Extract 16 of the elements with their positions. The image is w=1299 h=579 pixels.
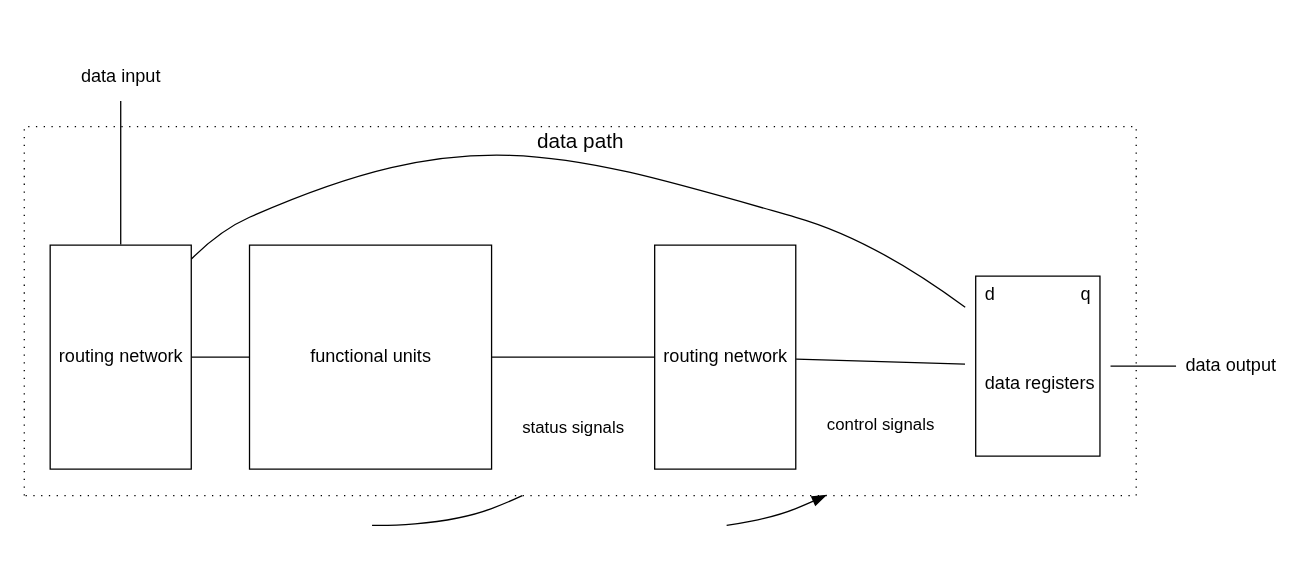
node-box: functional units (248, 243, 493, 470)
node-text: data input (80, 65, 161, 86)
node-box: d q data registers (975, 275, 1101, 457)
arrow (726, 494, 828, 526)
connector (120, 99, 122, 245)
connector (795, 357, 966, 365)
connector (1109, 365, 1177, 367)
node-text: data output (1185, 354, 1277, 375)
connector (190, 355, 250, 358)
connector (491, 355, 656, 358)
connector (371, 494, 523, 526)
connector (190, 154, 966, 308)
node-box: routing network (49, 243, 192, 470)
edge-label: status signals (522, 417, 625, 437)
edge-label: control signals (826, 414, 935, 434)
node-box: routing network (654, 243, 797, 470)
